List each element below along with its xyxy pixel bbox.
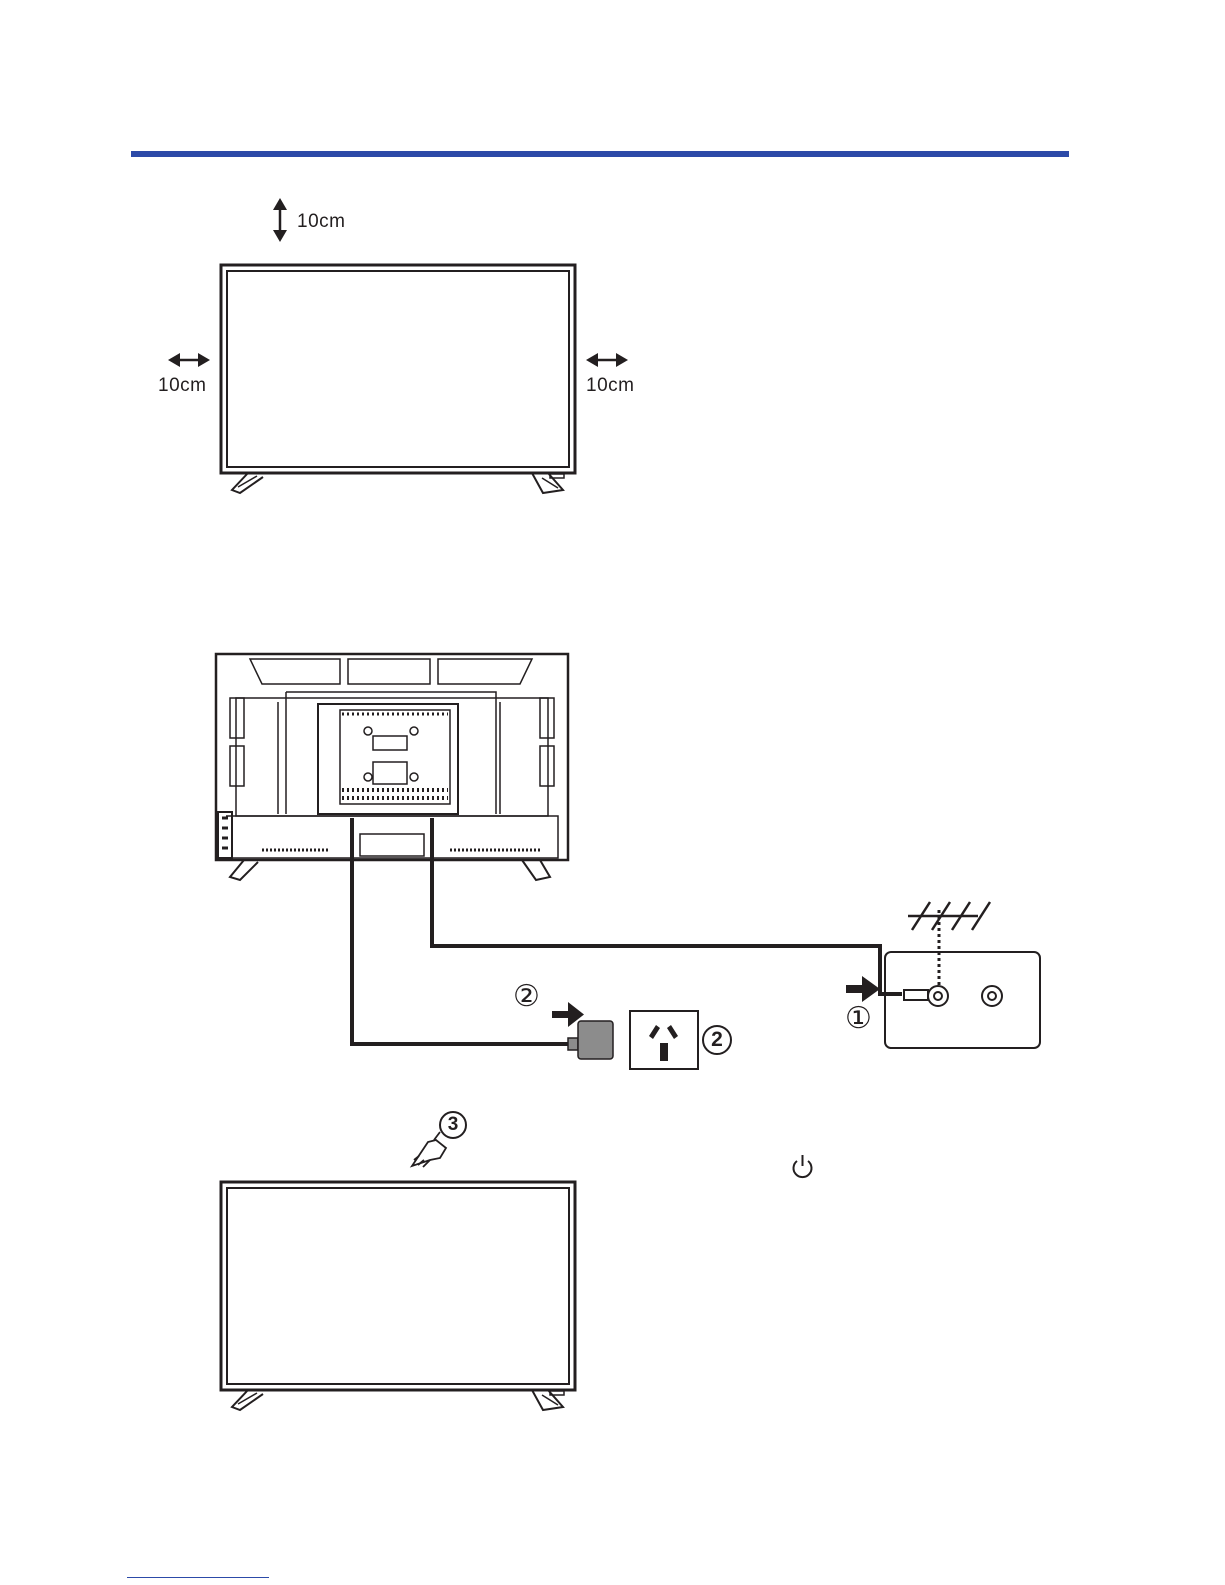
power-cable — [352, 818, 574, 1044]
footer-rule — [127, 1577, 269, 1578]
power-on-diagram: 3 — [0, 1110, 1225, 1420]
left-clearance-label: 10cm — [158, 375, 206, 397]
antenna-insert-arrow — [846, 976, 880, 1002]
connection-graphics — [0, 640, 1225, 1080]
pressing-hand-icon — [412, 1132, 446, 1167]
top-clearance-label: 10cm — [297, 211, 345, 233]
antenna-wall-plate — [885, 952, 1040, 1048]
clearance-diagram: 10cm 10cm 10cm — [0, 0, 1225, 520]
step-3-marker: 3 — [439, 1111, 467, 1139]
step-2-marker-bold: 2 — [702, 1025, 732, 1055]
left-clearance-arrow — [168, 353, 210, 367]
top-clearance-arrow — [273, 198, 287, 242]
power-on-graphics — [0, 1110, 1225, 1420]
antenna-cable — [432, 818, 902, 994]
step-2-marker-bold-text: 2 — [711, 1028, 723, 1052]
right-clearance-arrow — [586, 353, 628, 367]
wall-socket — [630, 1011, 698, 1069]
clearance-graphics — [0, 0, 1225, 520]
power-plug — [568, 1021, 613, 1059]
step-1-marker: ① — [845, 1004, 872, 1034]
tv-front-power-illustration — [221, 1182, 575, 1410]
right-clearance-label: 10cm — [586, 375, 634, 397]
power-icon — [794, 1155, 812, 1177]
antenna-icon — [908, 902, 990, 930]
step-2-marker-plain: ② — [513, 982, 540, 1012]
step-3-marker-text: 3 — [448, 1114, 459, 1136]
tv-rear-illustration — [216, 654, 568, 880]
tv-front-illustration — [221, 265, 575, 493]
connection-diagram: ① ② 2 — [0, 640, 1225, 1080]
